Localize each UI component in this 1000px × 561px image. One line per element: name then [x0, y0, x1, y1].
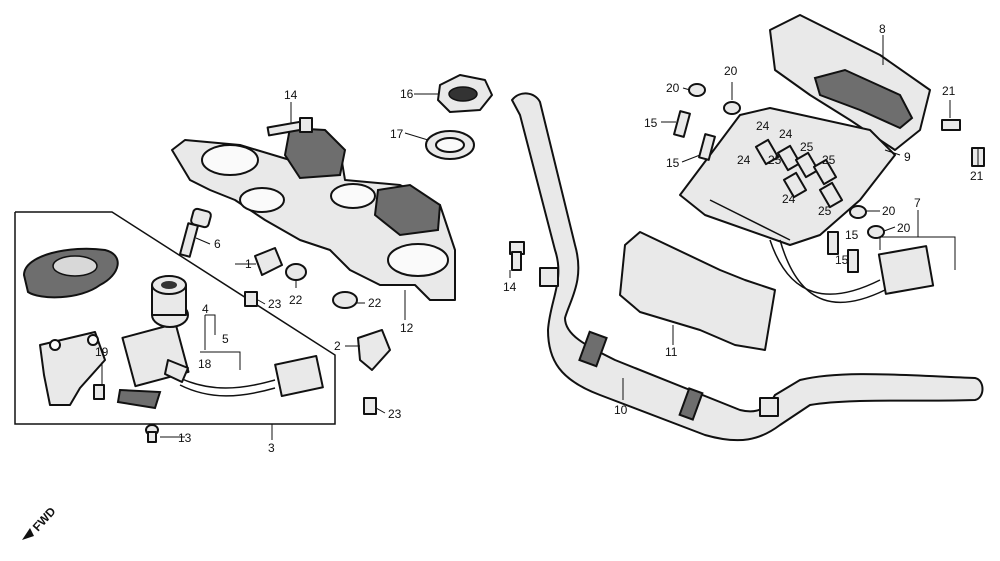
collar-22-a: [285, 263, 307, 281]
label-23-b: 23: [388, 407, 402, 421]
bulb-sockets: [754, 138, 844, 209]
bolt-23-b: [363, 397, 377, 415]
label-15-a: 15: [644, 116, 658, 130]
label-5: 5: [222, 332, 229, 346]
bolt-15-c: [827, 231, 839, 255]
label-24-c: 24: [737, 153, 751, 167]
label-25-b: 25: [768, 153, 782, 167]
label-21-b: 21: [970, 169, 984, 183]
ignition-key: [179, 207, 212, 258]
leader-lines: [101, 35, 979, 440]
screw-21-a: [941, 119, 961, 131]
label-8: 8: [879, 22, 886, 36]
bolt-14-lower: [509, 241, 525, 271]
nut-20-a: [688, 83, 706, 97]
label-9: 9: [904, 150, 911, 164]
clamp-2: [357, 329, 391, 371]
label-11: 11: [665, 345, 678, 359]
label-22-b: 22: [368, 296, 382, 310]
nut-20-b: [723, 101, 741, 115]
bolt-14-upper: [266, 117, 313, 137]
label-15-c: 15: [845, 228, 859, 242]
top-bridge: [171, 126, 456, 301]
forward-arrow-icon: [22, 528, 34, 540]
meter-cover: [769, 14, 931, 151]
label-10: 10: [614, 403, 628, 417]
label-23-a: 23: [268, 297, 282, 311]
ignition-switch-group: [14, 207, 336, 443]
forward-label: FWD: [30, 504, 59, 534]
label-6: 6: [214, 237, 221, 251]
label-15-b: 15: [666, 156, 680, 170]
meter-connector: [877, 245, 935, 295]
nut-20-d: [867, 225, 885, 239]
ignition-group-outline: [14, 211, 336, 425]
stem-nut: [437, 74, 493, 113]
screw-13: [145, 424, 159, 443]
bolt-15-b: [698, 133, 716, 161]
nut-20-c: [849, 205, 867, 219]
bolt-15-a: [673, 110, 691, 138]
label-1: 1: [245, 257, 252, 271]
clamp-1: [254, 247, 283, 276]
collar-22-b: [332, 291, 358, 309]
label-4: 4: [202, 302, 209, 316]
label-14-lower: 14: [503, 280, 517, 294]
label-21-a: 21: [942, 84, 956, 98]
label-24-d: 24: [782, 192, 796, 206]
label-17: 17: [390, 127, 404, 141]
label-20-b: 20: [724, 64, 738, 78]
label-16: 16: [400, 87, 414, 101]
label-25-a: 25: [800, 140, 814, 154]
label-20-d: 20: [897, 221, 911, 235]
bolt-23-a: [244, 291, 258, 307]
label-7: 7: [914, 196, 921, 210]
label-20-c: 20: [882, 204, 896, 218]
label-19: 19: [95, 345, 109, 359]
label-14-upper: 14: [284, 88, 298, 102]
label-24-b: 24: [779, 127, 793, 141]
label-13: 13: [178, 431, 192, 445]
meter-housing-11: [619, 231, 776, 351]
forward-direction-indicator: FWD: [22, 504, 59, 540]
stem-washer: [425, 130, 475, 160]
bolt-15-d: [847, 249, 859, 273]
label-25-d: 25: [818, 204, 832, 218]
part-number-labels: 1 2 3 4 5 6 7 8 9 10 11 12 13 14 14 15 1…: [95, 22, 984, 455]
label-18: 18: [198, 357, 212, 371]
label-20-a: 20: [666, 81, 680, 95]
label-2: 2: [334, 339, 341, 353]
label-15-d: 15: [835, 253, 849, 267]
label-12: 12: [400, 321, 414, 335]
label-3: 3: [268, 441, 275, 455]
label-22-a: 22: [289, 293, 303, 307]
handlebar-tube: [511, 92, 984, 442]
ignition-connector: [274, 354, 324, 398]
label-24-a: 24: [756, 119, 770, 133]
meter-case: [679, 107, 896, 246]
label-25-c: 25: [822, 153, 836, 167]
handlebar: [511, 92, 984, 442]
